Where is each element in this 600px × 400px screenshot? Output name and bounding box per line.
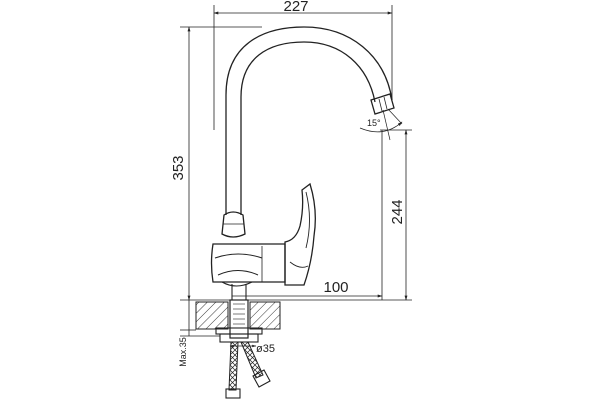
dimension-label-100: 100 [323,279,348,296]
max-thickness-label: Max.35 [178,337,188,367]
dimension-total-height: 353 [170,26,262,301]
dimension-label-227: 227 [283,0,308,15]
dimension-label-244: 244 [389,199,406,224]
dimension-label-353: 353 [170,155,187,180]
dimension-outlet-height: 244 [380,129,412,301]
countertop-section [180,301,281,331]
flexible-hoses [225,341,271,399]
mounting-shank [215,299,263,343]
swivel-angle-indicator: 15° [359,108,403,141]
lever-handle [284,182,316,286]
dimension-handle-reach: 100 [232,130,383,300]
angle-label-15: 15° [367,118,381,128]
hole-diameter-label: ø35 [256,343,275,355]
mixer-body [210,243,286,300]
dimension-spout-reach: 227 [213,0,393,130]
dimension-max-thickness: Max.35 [178,300,220,367]
faucet-spout [221,26,395,238]
